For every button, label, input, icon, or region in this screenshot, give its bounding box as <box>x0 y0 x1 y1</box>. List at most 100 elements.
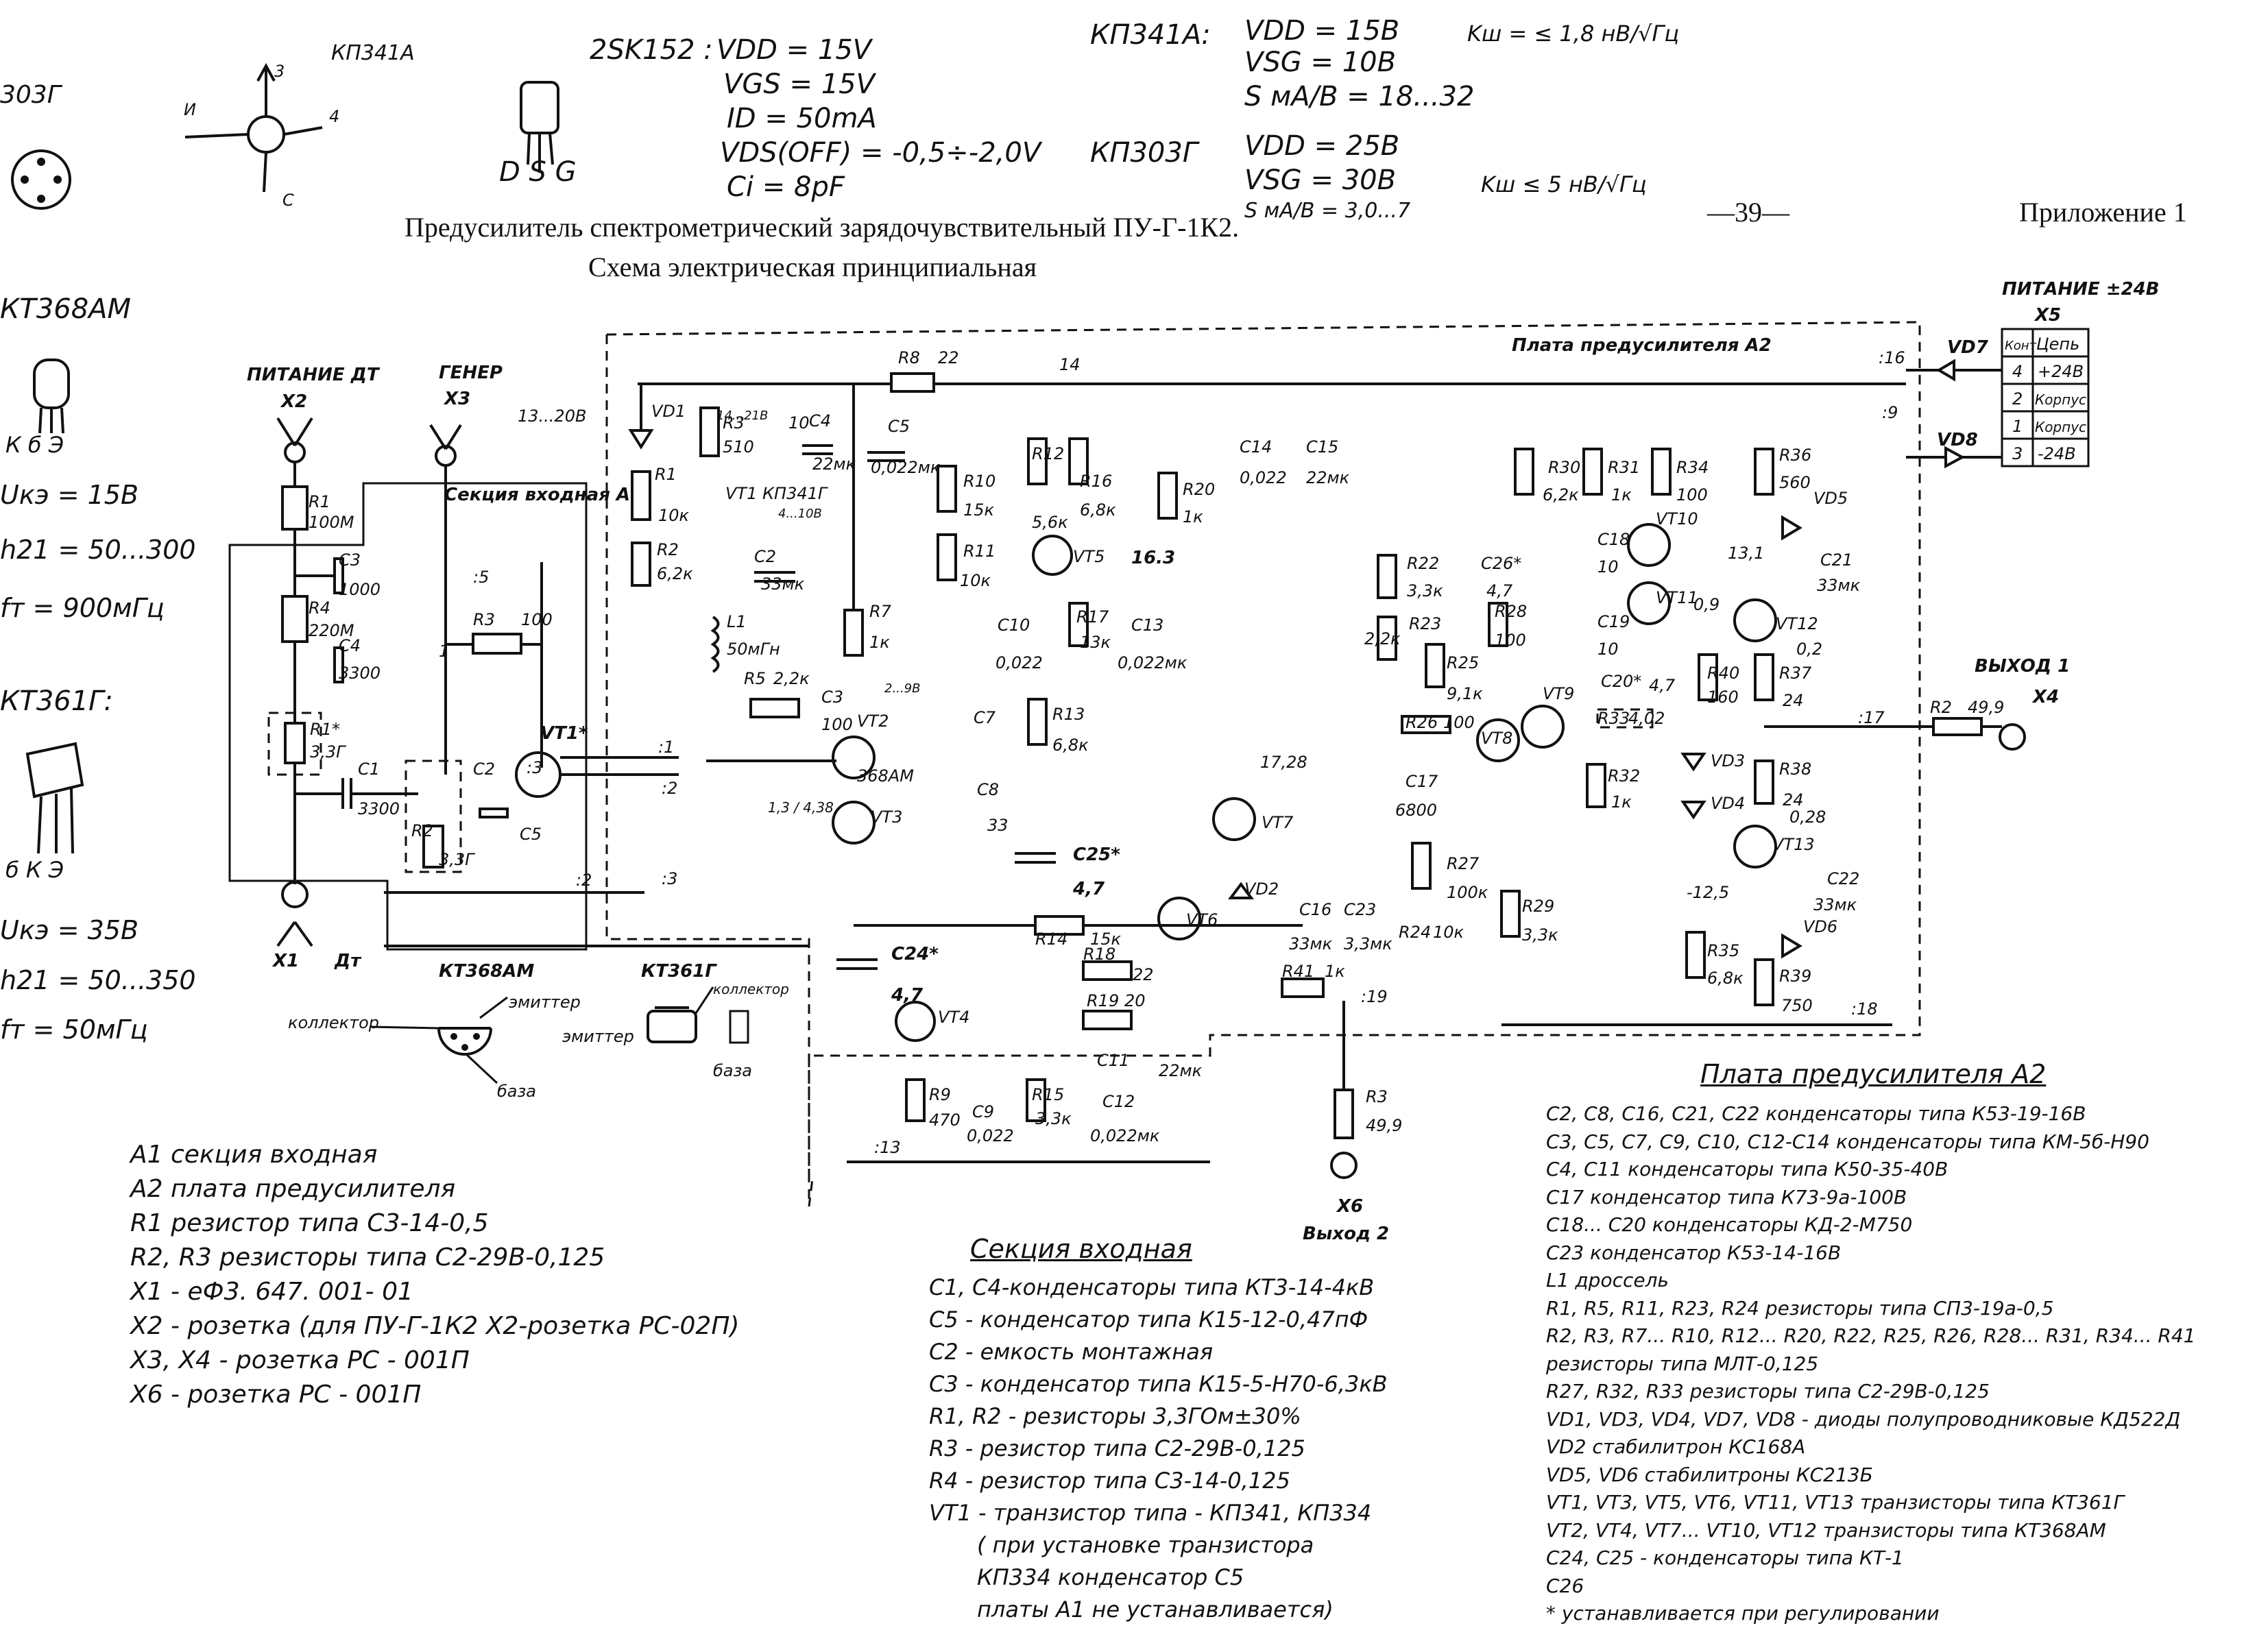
note-ukz-35: Uкэ = 35В <box>0 915 139 945</box>
vd4-diode-icon <box>1680 801 1706 820</box>
vt6-symbol <box>1157 897 1201 940</box>
r3-input-label: R3 <box>473 610 495 629</box>
vd5-label: VD5 <box>1813 489 1848 508</box>
r10-value: 15к <box>963 500 995 520</box>
c3-board-value: 100 <box>821 715 853 734</box>
r39-label: R39 <box>1779 967 1811 986</box>
r16-value: 6,8к <box>1080 500 1116 520</box>
vt12-symbol <box>1733 598 1777 642</box>
legend-right-item: резисторы типа МЛТ-0,125 <box>1546 1352 1819 1375</box>
r34-label: R34 <box>1676 458 1709 477</box>
kp341a-pinout-icon: 3 И 4 С <box>184 62 339 210</box>
note-2sk152-vdd: VDD = 15V <box>716 34 872 66</box>
r24-label: R24 <box>1399 923 1431 942</box>
vt5-label: VT5 <box>1073 547 1105 566</box>
note-kbe-bottom: б К Э <box>5 857 64 883</box>
node-label: 14...21В <box>716 409 768 423</box>
note-2sk152-id: ID = 50mA <box>727 103 877 134</box>
kt361g-emitter-label: эмиттер <box>562 1027 634 1046</box>
r5-value: 2,2к <box>773 669 810 688</box>
c21-value: 33мк <box>1817 576 1861 595</box>
vt7-label: VT7 <box>1262 813 1294 832</box>
c9-label: C9 <box>972 1102 994 1121</box>
kp303g-pinout-icon <box>11 149 71 210</box>
r2-board-label: R2 <box>657 540 679 559</box>
node-label: :1 <box>658 738 674 757</box>
r19-value: 20 <box>1124 991 1146 1010</box>
r4-value: 220M <box>309 621 354 640</box>
x5-head-chain: Цепь <box>2036 335 2079 354</box>
note-kp341a-s: S мА/В = 18...32 <box>1244 81 1475 112</box>
note-kp341a-vdd: VDD = 15В <box>1244 15 1400 47</box>
r38-value: 24 <box>1783 790 1804 810</box>
connector-x2[interactable] <box>276 417 313 463</box>
r4-label: R4 <box>309 598 330 618</box>
r18-value: 22 <box>1133 965 1154 984</box>
vd2-zener-icon <box>1228 882 1254 899</box>
node-label: :2 <box>662 779 677 798</box>
r22-value: 3,3к <box>1407 581 1443 600</box>
vt12-label: VT12 <box>1776 614 1818 633</box>
l1-value: 50мГн <box>727 640 780 659</box>
r16-label: R16 <box>1080 472 1112 491</box>
r1-star-value: 3,3Г <box>310 742 346 762</box>
r1-value: 100M <box>309 513 354 532</box>
vt10-label: VT10 <box>1656 509 1698 529</box>
vd6-label: VD6 <box>1803 917 1837 936</box>
c12-value: 0,022мк <box>1090 1126 1160 1145</box>
node-label: 14 <box>1059 355 1081 374</box>
r17-value: 13к <box>1080 633 1111 652</box>
r2-output-value: 49,9 <box>1968 698 2004 717</box>
r33-value: 4,02 <box>1628 709 1665 728</box>
vt7-symbol <box>1212 797 1256 841</box>
r3-board-label: R3 <box>723 413 745 433</box>
c20-value: 4,7 <box>1649 676 1676 695</box>
2sk152-package-icon <box>520 81 559 173</box>
legend-right-title: Плата предусилителя А2 <box>1700 1059 2047 1089</box>
r29-label: R29 <box>1522 897 1554 916</box>
connector-x3[interactable] <box>429 424 462 467</box>
vt1-board-label: VT1 КП341Г <box>725 484 828 503</box>
node-label: 0,2 <box>1796 640 1822 659</box>
r28-value: 100 <box>1495 631 1526 650</box>
r27-label: R27 <box>1447 854 1480 873</box>
legend-left-item: X6 - розетка РС - 001П <box>130 1381 422 1409</box>
c7-label: C7 <box>974 708 996 727</box>
c10-label: C10 <box>998 616 1030 635</box>
note-kp303g-title: КП303Г <box>1090 137 1198 169</box>
node-label: 0,28 <box>1789 807 1826 827</box>
legend-right-item: L1 дроссель <box>1546 1269 1669 1291</box>
kt368am-base-label: база <box>497 1082 536 1101</box>
pin-label-c: С <box>282 191 294 210</box>
note-h21-50-350: h21 = 50...350 <box>0 965 196 995</box>
c25-label: C25* <box>1073 845 1120 865</box>
legend-left-item: R2, R3 резисторы типа С2-29В-0,125 <box>130 1243 605 1272</box>
c21-label: C21 <box>1820 550 1853 570</box>
x2-ref: X2 <box>280 391 307 412</box>
c4-board-value: 22мк <box>812 454 856 474</box>
r35-label: R35 <box>1707 941 1739 960</box>
r36-label: R36 <box>1779 446 1811 465</box>
r31-label: R31 <box>1608 458 1640 477</box>
appendix-label: Приложение 1 <box>2019 197 2187 228</box>
node-label: :3 <box>662 869 677 888</box>
node-label: :3 <box>527 758 542 777</box>
out1-label: ВЫХОД 1 <box>1975 656 2070 677</box>
node-label: -12,5 <box>1687 883 1729 902</box>
c3-board-label: C3 <box>821 688 843 707</box>
legend-left-item: X2 - розетка (для ПУ-Г-1К2 X2-розетка РС… <box>130 1312 740 1340</box>
legend-right-item: VD5, VD6 стабилитроны КС213Б <box>1546 1463 1873 1486</box>
c16-value: 33мк <box>1289 934 1333 953</box>
connector-x6[interactable] <box>1330 1152 1358 1179</box>
c5-input-label: C5 <box>520 825 542 844</box>
node-label: 2...9В <box>884 681 920 696</box>
note-kp341a-vgs: VSG = 10В <box>1244 47 1397 78</box>
connector-x4[interactable] <box>1999 723 2026 751</box>
legend-left-item: X1 - еФ3. 647. 001- 01 <box>130 1278 413 1306</box>
connector-x1[interactable] <box>276 881 313 947</box>
c12-label: C12 <box>1102 1092 1135 1111</box>
c25-value: 4,7 <box>1072 879 1105 899</box>
kt361g-base-label: база <box>713 1061 752 1080</box>
c13-label: C13 <box>1131 616 1163 635</box>
r9-value: 470 <box>929 1110 961 1130</box>
